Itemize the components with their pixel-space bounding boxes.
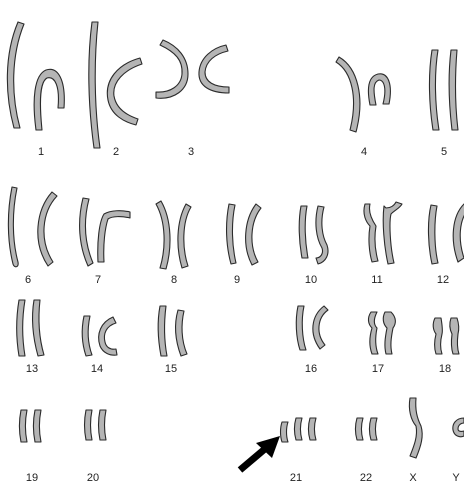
chromosome-13 <box>17 300 44 356</box>
chromosome-16 <box>296 306 328 350</box>
label-chromosome-18: 18 <box>439 364 451 375</box>
label-chromosome-y: Y <box>452 473 459 484</box>
label-chromosome-x: X <box>409 473 416 484</box>
chromosome-2 <box>89 22 142 148</box>
label-chromosome-11: 11 <box>371 275 382 286</box>
label-chromosome-15: 15 <box>165 364 177 375</box>
chromosome-y <box>453 418 464 437</box>
chromosome-8 <box>156 201 191 269</box>
label-chromosome-22: 22 <box>360 473 372 484</box>
chromosome-15 <box>158 306 187 356</box>
chromosome-7 <box>80 198 130 266</box>
chromosome-11 <box>364 202 402 264</box>
label-chromosome-6: 6 <box>25 275 31 286</box>
label-chromosome-21: 21 <box>290 473 302 484</box>
label-chromosome-14: 14 <box>91 364 103 375</box>
chromosome-9 <box>227 204 261 265</box>
chromosome-10 <box>299 206 328 264</box>
label-chromosome-2: 2 <box>113 147 119 158</box>
label-chromosome-13: 13 <box>26 364 38 375</box>
chromosome-x <box>409 398 422 458</box>
chromosome-5 <box>429 50 458 130</box>
label-chromosome-12: 12 <box>437 275 449 286</box>
chromosome-20 <box>85 410 107 440</box>
label-chromosome-5: 5 <box>441 147 447 158</box>
label-chromosome-8: 8 <box>171 275 177 286</box>
chromosome-21 <box>281 418 317 442</box>
label-chromosome-7: 7 <box>95 275 101 286</box>
label-chromosome-1: 1 <box>38 147 44 158</box>
label-chromosome-9: 9 <box>234 275 240 286</box>
chromosome-19 <box>20 410 42 442</box>
chromosome-22 <box>356 418 378 440</box>
label-chromosome-19: 19 <box>26 473 38 484</box>
label-chromosome-10: 10 <box>305 275 317 286</box>
arrow-icon <box>240 436 280 470</box>
chromosome-18 <box>433 318 459 354</box>
chromosome-12 <box>428 204 464 264</box>
label-chromosome-17: 17 <box>372 364 384 375</box>
chromosome-17 <box>368 312 395 354</box>
chromosome-1 <box>7 22 64 130</box>
chromosome-6 <box>8 187 57 267</box>
label-chromosome-20: 20 <box>87 473 99 484</box>
label-chromosome-4: 4 <box>361 147 367 158</box>
chromosome-4 <box>336 57 390 132</box>
chromosome-3 <box>156 40 229 98</box>
label-chromosome-16: 16 <box>305 364 317 375</box>
chromosome-14 <box>82 316 117 356</box>
label-chromosome-3: 3 <box>188 147 194 158</box>
